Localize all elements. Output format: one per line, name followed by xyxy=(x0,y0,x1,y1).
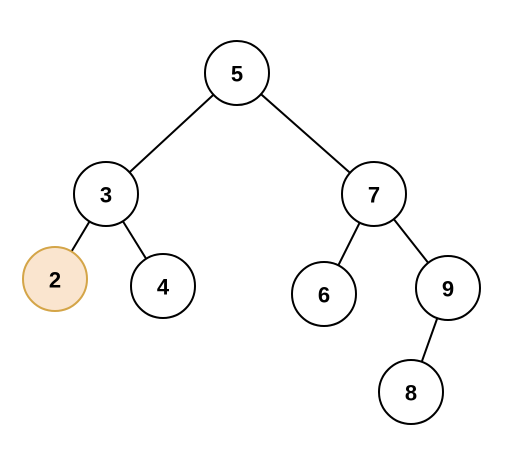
node-label: 6 xyxy=(318,283,330,308)
node-label: 3 xyxy=(100,183,112,208)
tree-node-6: 6 xyxy=(291,261,357,327)
node-label: 4 xyxy=(157,275,170,300)
tree-node-4: 4 xyxy=(130,253,196,319)
node-label: 8 xyxy=(405,381,417,406)
node-circle xyxy=(204,40,270,106)
edges-layer xyxy=(54,72,449,393)
node-label: 5 xyxy=(231,62,243,87)
tree-node-7: 7 xyxy=(341,161,407,227)
node-circle xyxy=(341,161,407,227)
tree-node-3: 3 xyxy=(73,161,139,227)
tree-node-2: 2 xyxy=(22,246,88,312)
tree-node-9: 9 xyxy=(415,255,481,321)
nodes-layer: 5 3 7 2 4 6 9 8 xyxy=(22,40,481,425)
node-label: 2 xyxy=(49,268,61,293)
highlighted-node-circle xyxy=(22,246,88,312)
node-circle xyxy=(291,261,357,327)
tree-node-8: 8 xyxy=(378,359,444,425)
node-circle xyxy=(378,359,444,425)
node-circle xyxy=(130,253,196,319)
node-label: 9 xyxy=(442,277,454,302)
node-label: 7 xyxy=(368,183,380,208)
tree-node-5: 5 xyxy=(204,40,270,106)
node-circle xyxy=(415,255,481,321)
node-circle xyxy=(73,161,139,227)
